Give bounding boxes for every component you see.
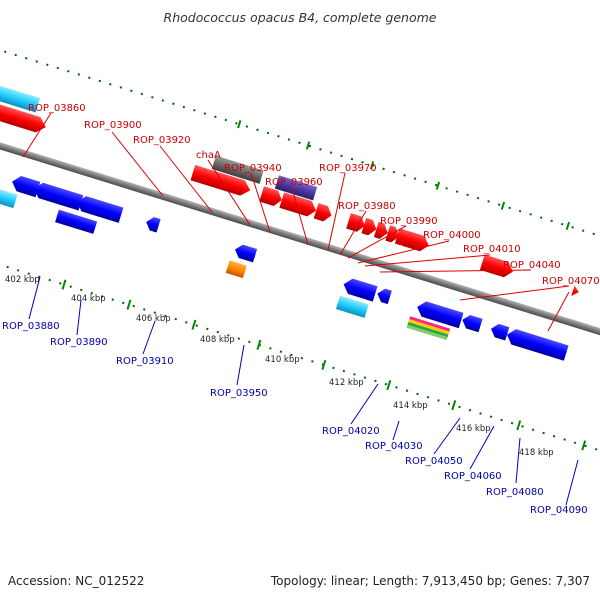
gene-forward-small-5[interactable] <box>373 221 390 241</box>
gene-forward-long[interactable] <box>190 164 253 198</box>
gene-label[interactable]: ROP_03910 <box>116 356 174 367</box>
gene-label[interactable]: ROP_03950 <box>210 388 268 399</box>
gene-label[interactable]: ROP_04030 <box>365 441 423 452</box>
forward-tick-marks <box>237 120 571 231</box>
reverse-gene-labels: ROP_03880 ROP_03890 ROP_03910 ROP_03950 … <box>2 321 588 516</box>
gene-rev-3[interactable] <box>75 194 124 223</box>
gene-rev-12[interactable] <box>505 327 569 361</box>
gene-multicolor[interactable] <box>406 316 451 341</box>
gene-rev-1[interactable] <box>10 174 41 198</box>
reverse-tick-track <box>0 233 600 478</box>
gene-label[interactable]: ROP_04050 <box>405 456 463 467</box>
gene-rev-10[interactable] <box>460 313 483 333</box>
gene-purple[interactable] <box>274 175 318 201</box>
gene-cyan-left[interactable] <box>0 82 41 113</box>
gene-rev-4[interactable] <box>55 209 98 234</box>
reverse-tick-marks <box>61 279 587 451</box>
forward-genes <box>0 82 580 298</box>
scale-label: 418 kbp <box>519 448 554 458</box>
accession-text: Accession: NC_012522 <box>8 574 145 588</box>
gene-label[interactable]: ROP_03970 <box>319 163 377 174</box>
scale-label: 414 kbp <box>393 401 428 411</box>
gene-forward-small-3[interactable] <box>346 213 367 233</box>
gene-label[interactable]: ROP_04020 <box>322 426 380 437</box>
gene-rev-11[interactable] <box>489 322 510 341</box>
gene-cyan-rev-2[interactable] <box>335 295 369 318</box>
gene-label[interactable]: ROP_04040 <box>503 260 561 271</box>
map-title: Rhodococcus opacus B4, complete genome <box>163 10 437 25</box>
gene-label[interactable]: ROP_03940 <box>224 163 282 174</box>
gene-forward-small-1[interactable] <box>259 186 284 207</box>
gene-label[interactable]: ROP_04000 <box>423 230 481 241</box>
scale-label: 412 kbp <box>329 378 364 388</box>
topology-text: Topology: linear; Length: 7,913,450 bp; … <box>270 574 590 588</box>
scale-label: 406 kbp <box>136 314 171 324</box>
scale-label: 402 kbp <box>5 275 40 285</box>
gene-forward-left-arrow[interactable] <box>0 96 48 135</box>
gene-rev-8[interactable] <box>375 287 392 305</box>
gene-label[interactable]: ROP_04010 <box>463 244 521 255</box>
gene-label[interactable]: chaA <box>196 150 221 161</box>
gene-rev-5[interactable] <box>144 215 161 233</box>
gene-forward-small-4[interactable] <box>361 217 379 237</box>
gene-label[interactable]: ROP_03890 <box>50 337 108 348</box>
scale-label: 416 kbp <box>456 424 491 434</box>
scale-label: 408 kbp <box>200 335 235 345</box>
reverse-label-lines <box>28 276 579 506</box>
gene-cyan-rev[interactable] <box>0 188 18 209</box>
gene-label[interactable]: ROP_03960 <box>265 177 323 188</box>
forward-label-lines <box>22 112 570 332</box>
gene-label[interactable]: ROP_03920 <box>133 135 191 146</box>
reverse-genes <box>0 174 569 361</box>
genome-backbone <box>0 122 600 372</box>
gene-label[interactable]: ROP_04070 <box>542 276 600 287</box>
gene-label[interactable]: ROP_04090 <box>530 505 588 516</box>
forward-gene-labels: ROP_03860 ROP_03900 ROP_03920 chaA ROP_0… <box>28 103 600 287</box>
gene-forward-right-1[interactable] <box>401 230 432 253</box>
gene-rev-9[interactable] <box>415 299 464 329</box>
gene-label[interactable]: ROP_03880 <box>2 321 60 332</box>
gene-rev-6[interactable] <box>233 243 258 263</box>
gene-label[interactable]: ROP_03980 <box>338 201 396 212</box>
scale-label: 404 kbp <box>71 294 106 304</box>
gene-forward-right-2[interactable] <box>479 254 515 280</box>
gene-orange[interactable] <box>225 260 247 279</box>
scale-labels: 402 kbp 404 kbp 406 kbp 408 kbp 410 kbp … <box>5 275 554 458</box>
gene-label[interactable]: ROP_03900 <box>84 120 142 131</box>
gene-forward-small-2[interactable] <box>313 203 334 223</box>
gene-label[interactable]: ROP_03860 <box>28 103 86 114</box>
gene-forward-tiny[interactable] <box>571 285 580 298</box>
scale-label: 410 kbp <box>265 355 300 365</box>
gene-label[interactable]: ROP_03990 <box>380 216 438 227</box>
gene-gray[interactable] <box>211 155 264 184</box>
gene-rev-2[interactable] <box>32 181 84 211</box>
gene-rev-7[interactable] <box>341 277 378 302</box>
gene-label[interactable]: ROP_04060 <box>444 471 502 482</box>
gene-label[interactable]: ROP_04080 <box>486 487 544 498</box>
gene-forward-mid[interactable] <box>279 192 318 218</box>
